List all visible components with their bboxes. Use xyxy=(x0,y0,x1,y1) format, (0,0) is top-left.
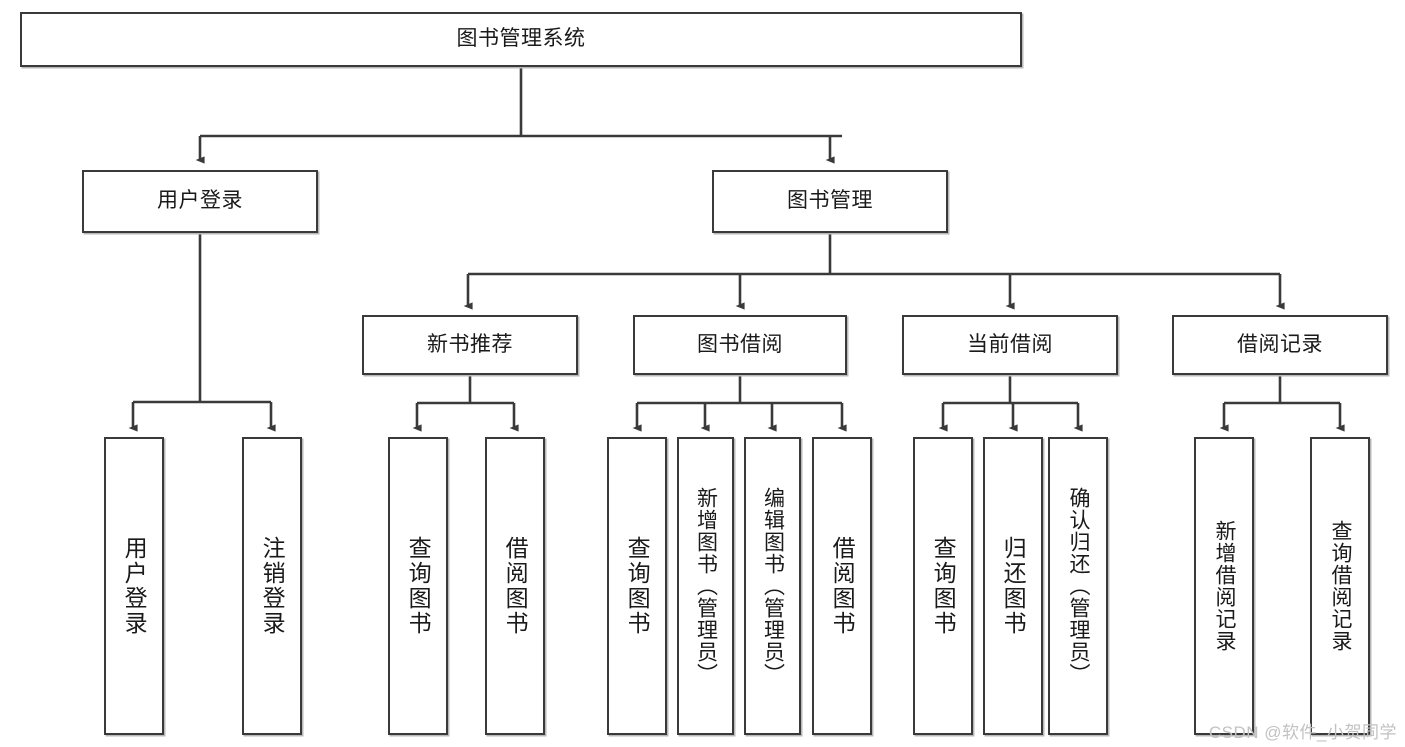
node-label: 查询图书 xyxy=(624,536,651,636)
node-label: 查询借阅记录 xyxy=(1328,520,1352,652)
leaf-return-book[interactable]: 归还图书 xyxy=(983,437,1043,735)
node-label: 图书管理 xyxy=(787,189,873,213)
node-label: 借阅图书 xyxy=(502,536,529,636)
leaf-logout[interactable]: 注销登录 xyxy=(242,437,302,735)
leaf-query-book-recommend[interactable]: 查询图书 xyxy=(388,437,448,735)
node-label: 当前借阅 xyxy=(967,332,1053,356)
node-label: 借阅图书 xyxy=(829,536,856,636)
node-label: 新增借阅记录 xyxy=(1212,520,1236,652)
leaf-confirm-return-admin[interactable]: 确认归还（管理员） xyxy=(1048,437,1108,735)
node-label: 图书借阅 xyxy=(697,332,783,356)
leaf-query-borrow-record[interactable]: 查询借阅记录 xyxy=(1310,437,1370,735)
node-label: 确认归还（管理员） xyxy=(1066,487,1090,685)
node-borrow-records[interactable]: 借阅记录 xyxy=(1172,315,1388,375)
node-label: 新书推荐 xyxy=(427,332,513,356)
node-book-management[interactable]: 图书管理 xyxy=(712,170,948,233)
node-root-book-management-system[interactable]: 图书管理系统 xyxy=(20,12,1022,67)
leaf-user-login[interactable]: 用户登录 xyxy=(104,437,164,735)
leaf-borrow-book[interactable]: 借阅图书 xyxy=(812,437,872,735)
node-user-login[interactable]: 用户登录 xyxy=(82,170,318,233)
leaf-edit-book-admin[interactable]: 编辑图书（管理员） xyxy=(744,437,801,735)
csdn-watermark: CSDN @软件_小贺同学 xyxy=(1208,723,1397,742)
leaf-add-book-admin[interactable]: 新增图书（管理员） xyxy=(677,437,734,735)
node-label: 用户登录 xyxy=(157,189,243,213)
leaf-query-book-current[interactable]: 查询图书 xyxy=(913,437,973,735)
node-new-book-recommend[interactable]: 新书推荐 xyxy=(362,315,578,375)
node-label: 查询图书 xyxy=(930,536,957,636)
node-label: 图书管理系统 xyxy=(456,27,586,51)
leaf-add-borrow-record[interactable]: 新增借阅记录 xyxy=(1194,437,1254,735)
node-label: 用户登录 xyxy=(121,536,148,636)
node-current-borrow[interactable]: 当前借阅 xyxy=(902,315,1118,375)
node-label: 注销登录 xyxy=(259,536,286,636)
node-label: 新增图书（管理员） xyxy=(694,487,718,685)
node-book-borrow[interactable]: 图书借阅 xyxy=(633,315,847,375)
node-label: 编辑图书（管理员） xyxy=(761,487,785,685)
node-label: 借阅记录 xyxy=(1237,332,1323,356)
leaf-query-book-borrow[interactable]: 查询图书 xyxy=(607,437,667,735)
node-label: 归还图书 xyxy=(1000,536,1027,636)
node-label: 查询图书 xyxy=(405,536,432,636)
leaf-borrow-book-recommend[interactable]: 借阅图书 xyxy=(485,437,545,735)
